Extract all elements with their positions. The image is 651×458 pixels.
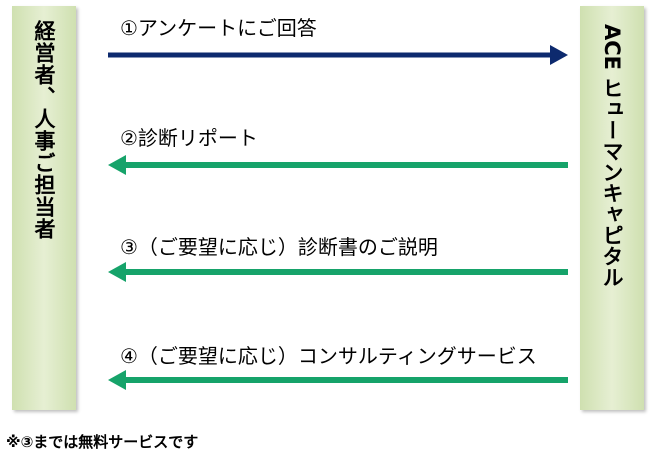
right-party-panel: ACE ヒューマンキャピタル xyxy=(580,6,644,410)
left-party-label: 経営者、人事ご担当者 xyxy=(32,20,56,240)
step-3-label: ③（ご要望に応じ）診断書のご説明 xyxy=(120,235,438,259)
footnote: ※③までは無料サービスです xyxy=(6,433,199,451)
step-1-label: ①アンケートにご回答 xyxy=(120,16,317,40)
step-2-arrowhead xyxy=(108,155,126,175)
step-2-label: ②診断リポート xyxy=(120,126,258,150)
step-4-arrowhead xyxy=(108,370,126,390)
step-4-label: ④（ご要望に応じ）コンサルティングサービス xyxy=(120,344,537,368)
step-3-arrowhead xyxy=(108,262,126,282)
step-1-arrowhead xyxy=(550,45,568,65)
right-party-label: ACE ヒューマンキャピタル xyxy=(600,24,624,288)
left-party-panel: 経営者、人事ご担当者 xyxy=(12,6,76,410)
